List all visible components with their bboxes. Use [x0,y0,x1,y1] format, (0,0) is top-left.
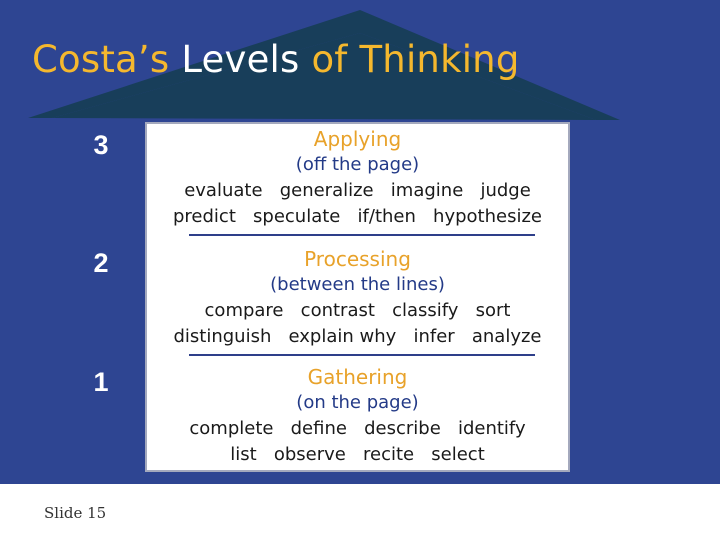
level-divider [189,234,535,236]
level-processing: Processing (between the lines) compare c… [147,246,568,350]
house-body: Applying (off the page) evaluate general… [145,122,570,472]
level-number-2: 2 [93,248,109,278]
level-applying: Applying (off the page) evaluate general… [147,126,568,230]
title-word-costas: Costa’s [32,38,170,81]
level-qualifier: (between the lines) [270,274,445,295]
level-number-3: 3 [93,130,109,160]
level-name: Applying [313,127,402,151]
level-number-1: 1 [93,367,109,397]
level-name: Processing [304,247,411,271]
title-word-levels: Levels [181,38,300,81]
level-qualifier: (off the page) [295,154,420,175]
level-verbs-line2: predict speculate if/then hypothesize [172,206,543,227]
slide-number: Slide 15 [44,504,107,522]
level-verbs-line1: complete define describe identify [189,418,526,439]
level-divider [189,354,535,356]
level-verbs-line1: evaluate generalize imagine judge [184,180,531,201]
level-verbs-line2: list observe recite select [230,444,485,465]
level-verbs-line2: distinguish explain why infer analyze [173,326,542,347]
slide-title: Costa’s Levels of Thinking [32,38,520,81]
level-name: Gathering [307,365,408,389]
title-words-of-thinking: of Thinking [311,38,520,81]
level-verbs-line1: compare contrast classify sort [204,300,511,321]
level-qualifier: (on the page) [296,392,419,413]
house-roof [28,10,620,120]
level-gathering: Gathering (on the page) complete define … [147,364,568,468]
